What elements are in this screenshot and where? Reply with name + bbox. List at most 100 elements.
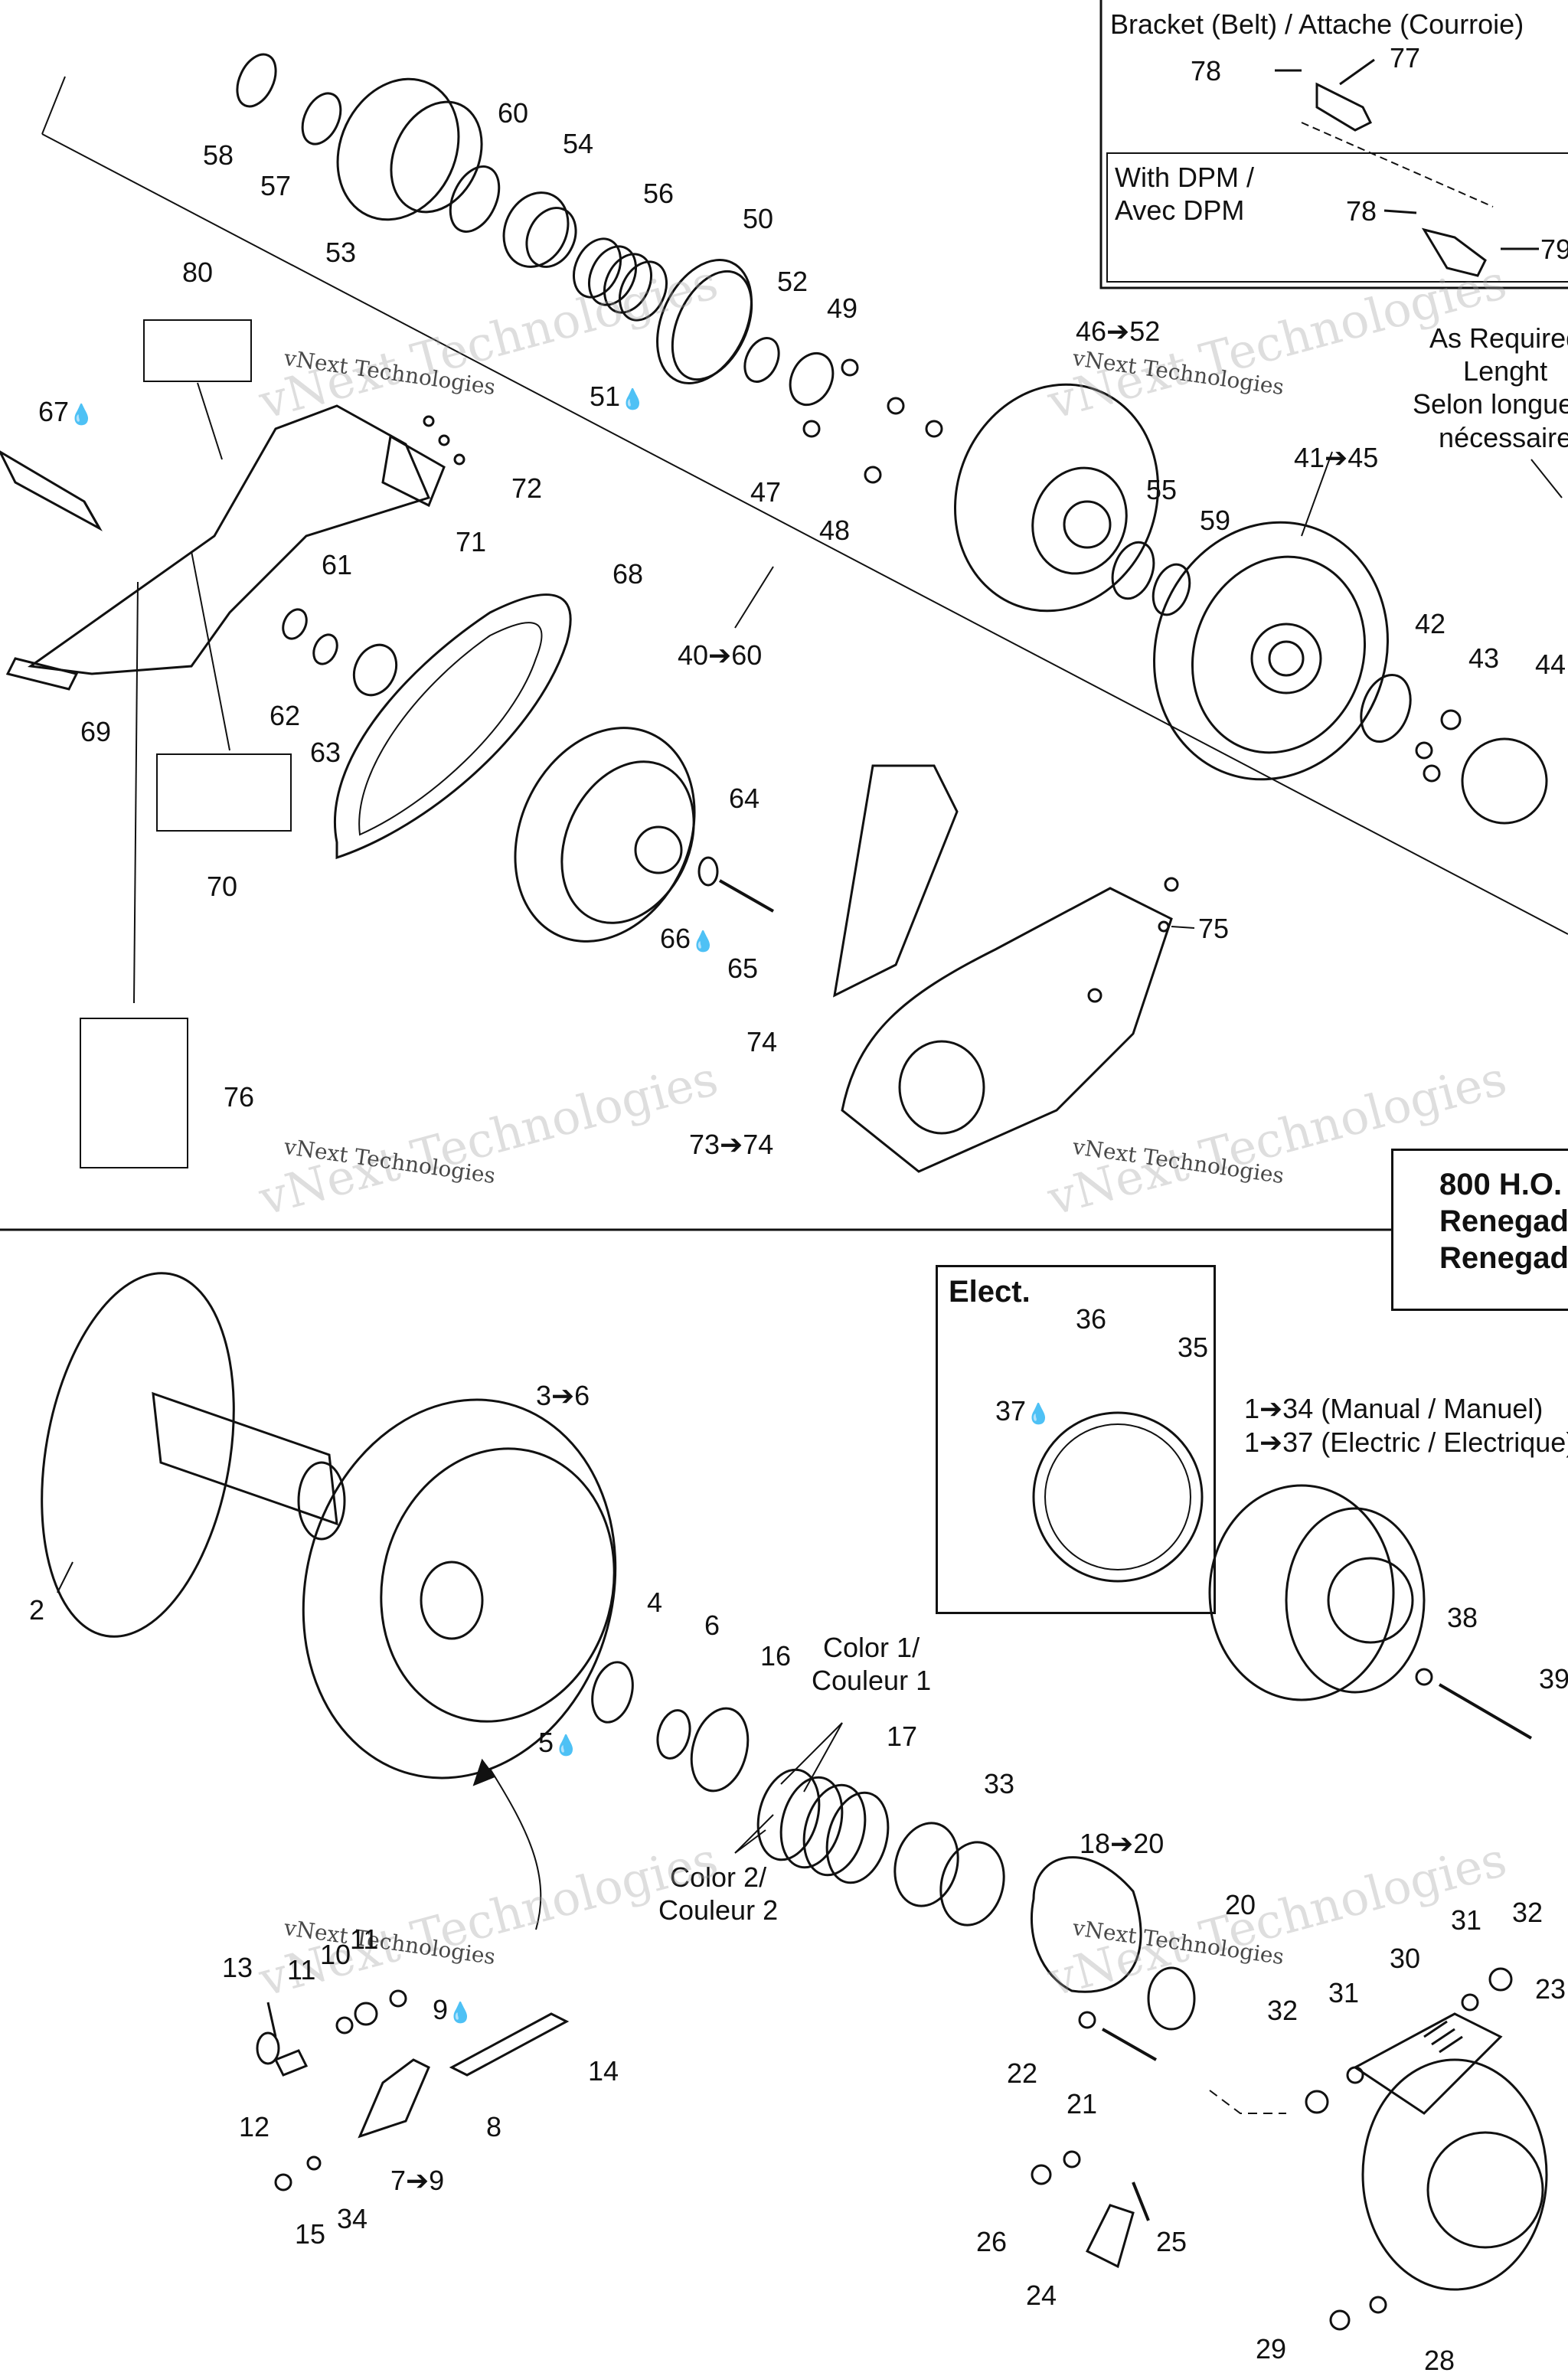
part-label: 2 bbox=[29, 1594, 45, 1626]
part-label: 32 bbox=[1267, 1995, 1298, 2026]
arm-7 bbox=[358, 2058, 430, 2139]
spider-18 bbox=[1030, 1856, 1142, 1993]
part-label: 43 bbox=[1468, 642, 1500, 674]
color2-label: Color 2/ Couleur 2 bbox=[658, 1861, 779, 1927]
part-label: 16 bbox=[760, 1640, 792, 1672]
model-title-1: 800 H.O. bbox=[1439, 1168, 1563, 1201]
part-label: 73➔74 bbox=[689, 1129, 774, 1160]
color1-label: Color 1/ Couleur 1 bbox=[812, 1632, 932, 1697]
model-title-box: 800 H.O. Renegade Renegade bbox=[1391, 1149, 1568, 1311]
part-label: 72 bbox=[511, 472, 543, 504]
part-label: 77 bbox=[1390, 42, 1421, 74]
part-label: 18➔20 bbox=[1080, 1828, 1165, 1859]
part-label: 36 bbox=[1076, 1303, 1107, 1335]
part-label: 69 bbox=[80, 716, 112, 747]
part-label: 60 bbox=[498, 97, 529, 129]
decal-70 bbox=[156, 753, 292, 832]
belt-guard-69 bbox=[27, 404, 431, 675]
part-label: 70 bbox=[207, 871, 238, 902]
spring-56 bbox=[573, 237, 668, 322]
part-label: 76 bbox=[224, 1081, 255, 1113]
governor-23 bbox=[1361, 2058, 1548, 2291]
part-label: 32 bbox=[1512, 1897, 1544, 1928]
part-label: 79 bbox=[1540, 234, 1568, 265]
part-label: 64 bbox=[729, 783, 760, 814]
part-label: 80 bbox=[182, 257, 214, 288]
part-label: 52 bbox=[777, 266, 808, 297]
part-label: 21 bbox=[1067, 2088, 1098, 2119]
bracket-box bbox=[1099, 0, 1568, 289]
part-label: 74 bbox=[746, 1026, 778, 1057]
decal-76 bbox=[80, 1018, 188, 1168]
clutch-assembly bbox=[1208, 1484, 1395, 1701]
drive-belt-68 bbox=[333, 593, 572, 860]
part-label: 13 bbox=[222, 1952, 253, 1983]
bracket-title: Bracket (Belt) / Attache (Courroie) bbox=[1110, 8, 1524, 40]
part-label: 46➔52 bbox=[1076, 315, 1161, 347]
part-label: 17 bbox=[887, 1721, 918, 1752]
part-label: 25 bbox=[1156, 2226, 1187, 2257]
part-label: 78 bbox=[1191, 55, 1222, 87]
top-axis-line bbox=[41, 133, 1568, 935]
bracket-79 bbox=[1421, 227, 1487, 277]
part-label: 5 bbox=[538, 1729, 578, 1757]
elect-title: Elect. bbox=[949, 1275, 1031, 1309]
part-label: 8 bbox=[486, 2111, 502, 2142]
ring-gear-35 bbox=[1032, 1411, 1204, 1583]
part-label: 23 bbox=[1535, 1973, 1566, 2005]
part-label: 47 bbox=[750, 476, 782, 508]
part-label: 42 bbox=[1415, 608, 1446, 639]
part-label: 66 bbox=[660, 925, 715, 953]
part-label: 26 bbox=[976, 2226, 1008, 2257]
part-label: 57 bbox=[260, 170, 292, 201]
guard-73 bbox=[841, 887, 1173, 1173]
part-label: 49 bbox=[827, 293, 858, 324]
part-label: 11 bbox=[287, 1954, 316, 1985]
part-label: 6 bbox=[704, 1610, 720, 1641]
manual-label: 1➔34 (Manual / Manuel) bbox=[1244, 1393, 1544, 1424]
part-label: 56 bbox=[643, 178, 675, 209]
fixed-sheave-2 bbox=[41, 1272, 235, 1638]
part-label: 48 bbox=[819, 515, 851, 546]
part-label: 65 bbox=[727, 953, 759, 984]
dpm-box bbox=[1106, 152, 1568, 283]
part-label: 31 bbox=[1451, 1904, 1482, 1936]
part-label: 30 bbox=[1390, 1943, 1421, 1974]
part-label: 53 bbox=[325, 237, 357, 268]
part-label: 75 bbox=[1198, 913, 1230, 944]
part-label: 20 bbox=[1225, 1889, 1256, 1920]
part-label: 63 bbox=[310, 737, 341, 768]
part-label: 62 bbox=[270, 700, 301, 731]
part-label: 4 bbox=[647, 1587, 663, 1618]
guard-cover-74 bbox=[833, 764, 959, 998]
part-label: 40➔60 bbox=[678, 639, 763, 671]
part-label: 37 bbox=[995, 1397, 1050, 1425]
electric-label: 1➔37 (Electric / Electrique) bbox=[1244, 1427, 1568, 1458]
driven-pulley-41 bbox=[1153, 521, 1389, 781]
part-label: 78 bbox=[1346, 195, 1377, 227]
shaft-67 bbox=[0, 450, 103, 531]
part-label: 68 bbox=[612, 558, 644, 590]
spring-17 bbox=[756, 1768, 890, 1884]
part-label: 10 bbox=[320, 1939, 351, 1970]
part-label: 22 bbox=[1007, 2057, 1038, 2089]
part-label: 41➔45 bbox=[1294, 442, 1379, 473]
part-label: 9 bbox=[433, 1996, 472, 2024]
part-label: 14 bbox=[588, 2055, 619, 2087]
part-label: 58 bbox=[203, 139, 234, 171]
part-label: 15 bbox=[295, 2218, 326, 2250]
part-label: 39 bbox=[1539, 1663, 1568, 1695]
part-label: 51 bbox=[590, 383, 645, 410]
part-label: 24 bbox=[1026, 2280, 1057, 2311]
part-label: 3➔6 bbox=[536, 1380, 590, 1411]
part-label: 50 bbox=[743, 203, 774, 234]
as-required-label: As Required Lenght Selon longueur nécess… bbox=[1413, 322, 1568, 453]
elect-box: Elect. bbox=[936, 1265, 1216, 1614]
part-label: 33 bbox=[984, 1768, 1015, 1799]
part-label: 59 bbox=[1200, 505, 1231, 536]
part-label: 61 bbox=[322, 549, 353, 580]
part-label: 12 bbox=[239, 2111, 270, 2142]
part-label: 31 bbox=[1328, 1977, 1360, 2008]
part-label: 28 bbox=[1424, 2345, 1455, 2376]
